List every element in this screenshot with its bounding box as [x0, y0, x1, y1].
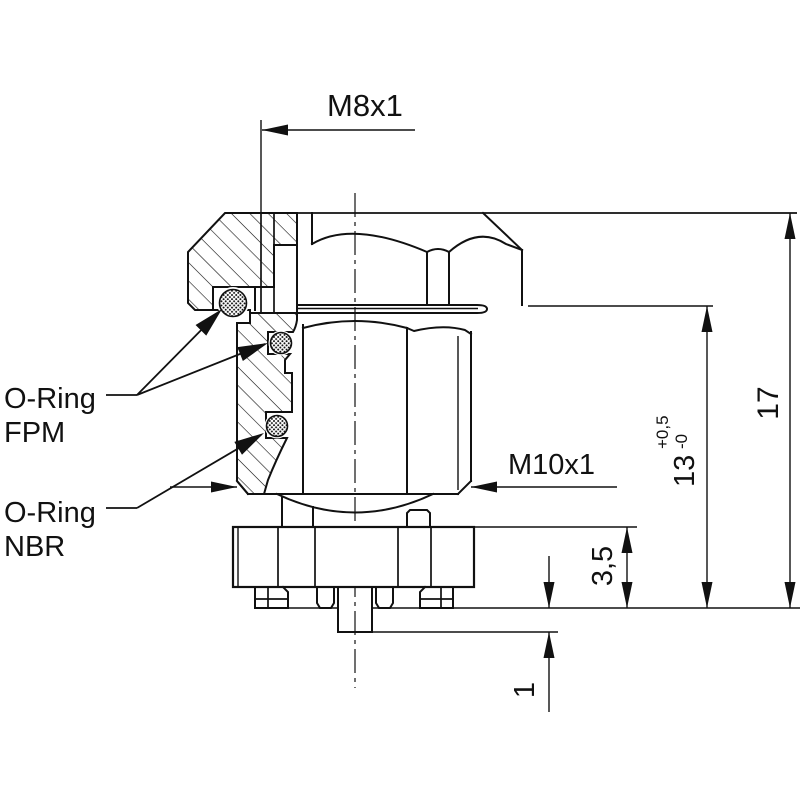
dimension-total-height: 17 — [752, 213, 796, 608]
o-ring-nbr-label-line1: O-Ring — [4, 497, 96, 529]
o-ring-fpm-outer — [217, 287, 249, 319]
pin-protrusion-value: 1 — [509, 682, 541, 698]
mounting-legs — [254, 585, 454, 609]
sectioned-valve-body — [236, 312, 298, 495]
o-ring-fpm-inner — [268, 330, 294, 356]
m10-thread-label: M10x1 — [508, 449, 595, 481]
o-ring-fpm-label-line2: FPM — [4, 417, 65, 449]
base-plate — [231, 525, 476, 589]
dimension-m10-thread: M10x1 — [170, 449, 617, 493]
threaded-body — [235, 320, 473, 528]
total-height-value: 17 — [752, 386, 785, 419]
flange-washer — [296, 304, 489, 314]
o-ring-fpm-callout: O-Ring FPM — [4, 309, 268, 449]
dimension-base-height: 3,5 — [474, 526, 637, 608]
dimension-m8-thread: M8x1 — [260, 88, 415, 213]
upper-height-tol-minus: -0 — [672, 434, 691, 449]
o-ring-nbr — [264, 413, 290, 439]
upper-height-tol-plus: +0,5 — [653, 415, 672, 449]
hex-nut — [296, 211, 524, 314]
o-ring-nbr-callout: O-Ring NBR — [4, 433, 264, 563]
upper-height-value: 13 — [669, 455, 701, 487]
m8-thread-label: M8x1 — [327, 88, 403, 123]
base-height-value: 3,5 — [587, 546, 619, 586]
dimension-upper-height: 13 +0,5 -0 — [528, 305, 713, 608]
dimension-pin-protrusion: 1 — [509, 556, 555, 712]
center-pin — [337, 586, 373, 633]
o-ring-fpm-label-line1: O-Ring — [4, 383, 96, 415]
o-ring-nbr-label-line2: NBR — [4, 531, 65, 563]
